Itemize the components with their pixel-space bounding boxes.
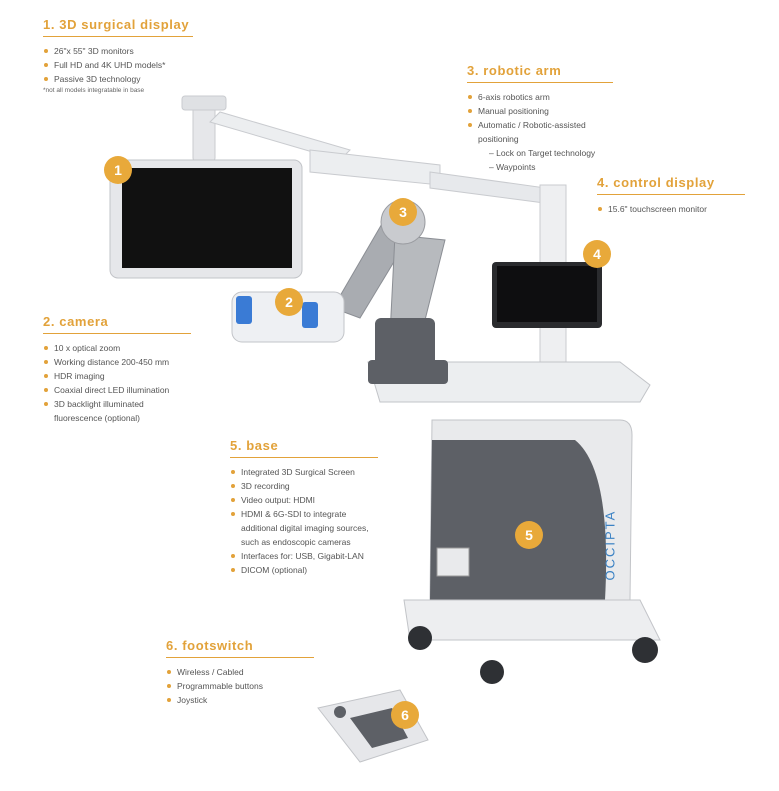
- list-item: Manual positioning: [467, 104, 637, 118]
- feature-list: Wireless / Cabled Programmable buttons J…: [166, 665, 336, 707]
- list-item: Video output: HDMI: [230, 493, 410, 507]
- badge-3: 3: [389, 198, 417, 226]
- list-item: 10 x optical zoom: [43, 341, 213, 355]
- section-robotic-arm: 3. robotic arm 6-axis robotics arm Manua…: [467, 62, 637, 174]
- section-title: 1. 3D surgical display: [43, 17, 193, 37]
- section-title: 3. robotic arm: [467, 63, 613, 83]
- feature-list: Integrated 3D Surgical Screen 3D recordi…: [230, 465, 410, 577]
- list-item: 3D recording: [230, 479, 410, 493]
- list-item: Integrated 3D Surgical Screen: [230, 465, 410, 479]
- list-item: Working distance 200-450 mm: [43, 355, 213, 369]
- badge-1: 1: [104, 156, 132, 184]
- list-subitem: – Lock on Target technology: [489, 148, 596, 158]
- badge-4: 4: [583, 240, 611, 268]
- section-title: 6. footswitch: [166, 638, 314, 658]
- section-title: 4. control display: [597, 175, 745, 195]
- badge-6: 6: [391, 701, 419, 729]
- list-item: fluorescence (optional): [54, 413, 140, 423]
- list-subitem: – Waypoints: [489, 162, 536, 172]
- list-item: Wireless / Cabled: [166, 665, 336, 679]
- list-item: DICOM (optional): [230, 563, 410, 577]
- list-item: positioning: [478, 134, 519, 144]
- list-item: Interfaces for: USB, Gigabit-LAN: [230, 549, 410, 563]
- brand-wordmark: OCCIPTA: [602, 509, 618, 581]
- list-item: such as endoscopic cameras: [241, 537, 351, 547]
- list-item: Coaxial direct LED illumination: [43, 383, 213, 397]
- list-item: HDR imaging: [43, 369, 213, 383]
- brand-logo: OCCIPTA: [583, 478, 643, 588]
- badge-5: 5: [515, 521, 543, 549]
- section-footswitch: 6. footswitch Wireless / Cabled Programm…: [166, 637, 336, 707]
- feature-list: 6-axis robotics arm Manual positioning A…: [467, 90, 637, 174]
- list-item: Joystick: [166, 693, 336, 707]
- list-item: 6-axis robotics arm: [467, 90, 637, 104]
- list-item: 15.6" touchscreen monitor: [597, 202, 757, 216]
- section-base: 5. base Integrated 3D Surgical Screen 3D…: [230, 437, 410, 577]
- section-title: 2. camera: [43, 314, 191, 334]
- list-item: HDMI & 6G-SDI to integrate: [230, 507, 410, 521]
- section-title: 5. base: [230, 438, 378, 458]
- feature-list: 10 x optical zoom Working distance 200-4…: [43, 341, 213, 425]
- badge-2: 2: [275, 288, 303, 316]
- list-item: additional digital imaging sources,: [241, 523, 369, 533]
- footnote: *not all models integratable in base: [43, 87, 145, 94]
- list-item: Full HD and 4K UHD models*: [43, 58, 223, 72]
- list-item: 3D backlight illuminated: [43, 397, 213, 411]
- feature-list: 15.6" touchscreen monitor: [597, 202, 757, 216]
- list-item: Passive 3D technology: [43, 72, 223, 86]
- section-surgical-display: 1. 3D surgical display 26"x 55" 3D monit…: [43, 16, 223, 94]
- feature-list: 26"x 55" 3D monitors Full HD and 4K UHD …: [43, 44, 223, 86]
- list-item: Automatic / Robotic-assisted: [467, 118, 637, 132]
- list-item: Programmable buttons: [166, 679, 336, 693]
- list-item: 26"x 55" 3D monitors: [43, 44, 223, 58]
- section-camera: 2. camera 10 x optical zoom Working dist…: [43, 313, 213, 425]
- section-control-display: 4. control display 15.6" touchscreen mon…: [597, 174, 757, 216]
